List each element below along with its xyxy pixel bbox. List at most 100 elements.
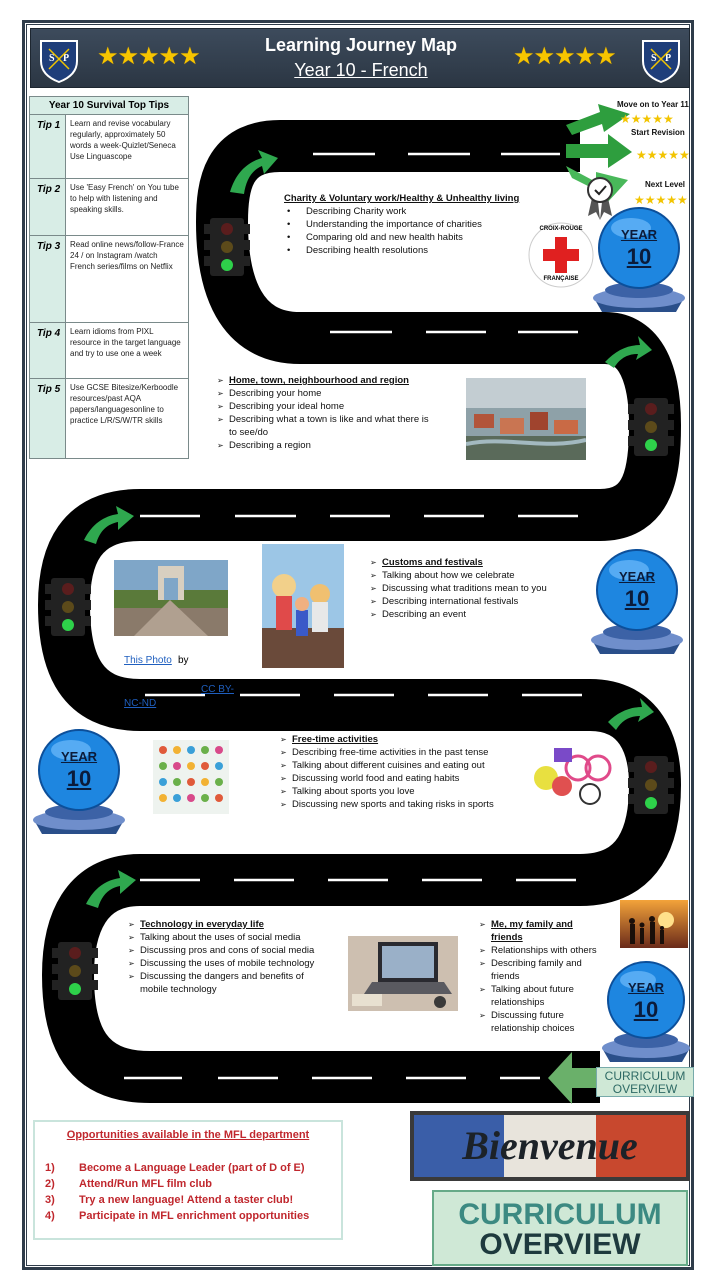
- topic-heading: Me, my family and friends: [479, 918, 604, 944]
- tip-label: Tip 5: [29, 378, 66, 459]
- activities-icons-image: [153, 740, 229, 814]
- red-cross-top-text: CROIX-ROUGE: [539, 226, 583, 232]
- food-sports-image: [534, 748, 612, 805]
- topic-item: Discussing world food and eating habits: [280, 772, 530, 785]
- town-photo: [466, 378, 586, 460]
- topic-item: Describing Charity work: [284, 205, 554, 218]
- traffic-lights: [45, 218, 674, 1000]
- topic-item: Discussing what traditions mean to you: [370, 582, 580, 595]
- tip-text: Use GCSE Bitesize/Kerboodle resources/pa…: [65, 378, 189, 459]
- topic-item: Describing an event: [370, 608, 580, 621]
- svg-text:S: S: [651, 53, 657, 64]
- opportunities-box: Opportunities available in the MFL depar…: [33, 1120, 343, 1240]
- laptop-photo: [348, 936, 458, 1011]
- topic-item: Describing free-time activities in the p…: [280, 746, 530, 759]
- topic-item: Talking about the uses of social media: [128, 931, 328, 944]
- topic-item: Relationships with others: [479, 944, 604, 957]
- topic-item: Discussing new sports and taking risks i…: [280, 798, 530, 811]
- rating-stars: ★★★★★: [513, 43, 617, 70]
- year-badge: [33, 729, 125, 834]
- topic-item: Describing family and friends: [479, 957, 604, 983]
- topic-heading: Free-time activities: [280, 733, 530, 746]
- opportunity-item: 1)Become a Language Leader (part of D of…: [45, 1162, 305, 1174]
- turn-arrow-icon: [605, 336, 652, 368]
- attribution-by: by: [178, 655, 189, 666]
- license-link[interactable]: CC BY-: [201, 684, 234, 695]
- rosette-icon: [587, 177, 613, 220]
- tip-text: Learn and revise vocabulary regularly, a…: [65, 114, 189, 179]
- progress-stars: ★★★★★: [620, 112, 674, 126]
- topic-technology: Technology in everyday life Talking abou…: [128, 918, 328, 996]
- topic-freetime: Free-time activities Describing free-tim…: [280, 733, 530, 811]
- curriculum-line2: OVERVIEW: [479, 1228, 641, 1261]
- turn-arrow-icon: [86, 870, 136, 908]
- tip-label: Tip 2: [29, 178, 66, 236]
- topic-item: Comparing old and new health habits: [284, 231, 554, 244]
- inner-frame: [26, 24, 690, 1266]
- year-badge-number: 10: [624, 586, 650, 611]
- traffic-light-icon: [628, 756, 674, 814]
- photo-attribution-link[interactable]: This Photo: [124, 655, 172, 666]
- tip-text: Use 'Easy French' on You tube to help wi…: [65, 178, 189, 236]
- topic-heading: Charity & Voluntary work/Healthy & Unhea…: [284, 193, 520, 204]
- topic-heading: Technology in everyday life: [128, 918, 328, 931]
- topic-item: Discussing future relationship choices: [479, 1009, 604, 1035]
- year-badge-text: YEAR: [60, 749, 98, 764]
- curriculum-overview-banner[interactable]: CURRICULUM OVERVIEW: [432, 1190, 688, 1266]
- topic-heading: Home, town, neighbourhood and region: [217, 374, 432, 387]
- topic-item: Describing what a town is like and what …: [217, 413, 432, 439]
- topic-charity: Charity & Voluntary work/Healthy & Unhea…: [284, 192, 554, 257]
- tip-label: Tip 1: [29, 114, 66, 179]
- topic-item: Describing your ideal home: [217, 400, 432, 413]
- year-badge: [593, 207, 685, 312]
- page-header: S P ★★★★★ Learning Journey Map Year 10 -…: [30, 28, 690, 88]
- topic-family: Me, my family and friends Relationships …: [479, 918, 604, 1035]
- traffic-light-icon: [52, 942, 98, 1000]
- topic-item: Understanding the importance of charitie…: [284, 218, 554, 231]
- school-shield-icon: S P: [642, 40, 680, 83]
- svg-text:S: S: [49, 53, 55, 64]
- school-shield-icon: S P: [40, 40, 78, 83]
- page-subtitle: Year 10 - French: [294, 60, 428, 80]
- license-link[interactable]: NC-ND: [124, 698, 157, 709]
- opportunity-item: 2)Attend/Run MFL film club: [45, 1178, 213, 1190]
- topic-item: Talking about different cuisines and eat…: [280, 759, 530, 772]
- topic-item: Talking about sports you love: [280, 785, 530, 798]
- next-level-label: Next Level: [645, 180, 686, 189]
- year-badge-number: 10: [66, 766, 92, 791]
- topic-item: Describing your home: [217, 387, 432, 400]
- topic-heading: Customs and festivals: [370, 556, 580, 569]
- bienvenue-sign: [410, 1111, 690, 1181]
- turn-arrow-icon: [230, 150, 278, 194]
- bienvenue-text: Bienvenue: [462, 1123, 638, 1168]
- topic-item: Describing a region: [217, 439, 432, 452]
- year-badge: [591, 549, 683, 654]
- tip-text: Read online news/follow-France 24 / on I…: [65, 235, 189, 323]
- start-revision-label: Start Revision: [631, 128, 685, 137]
- move-on-label: Move on to Year 11: [617, 100, 689, 109]
- curriculum-overview-button[interactable]: CURRICULUM OVERVIEW: [596, 1067, 694, 1097]
- year-badge-text: YEAR: [618, 569, 656, 584]
- turn-arrow-icon: [608, 698, 654, 730]
- svg-text:P: P: [63, 53, 69, 64]
- tip-text: Learn idioms from PIXL resource in the t…: [65, 322, 189, 379]
- traffic-light-icon: [204, 218, 250, 276]
- topic-item: Talking about future relationships: [479, 983, 604, 1009]
- turn-arrow-icon: [84, 506, 134, 544]
- outer-frame: [22, 20, 694, 1270]
- curriculum-line2: OVERVIEW: [612, 1082, 678, 1096]
- tip-label: Tip 4: [29, 322, 66, 379]
- year-badge: [602, 961, 690, 1062]
- tip-label: Tip 3: [29, 235, 66, 323]
- traffic-light-icon: [628, 398, 674, 456]
- topic-item: Discussing the dangers and benefits of m…: [128, 970, 328, 996]
- festival-photo: [262, 544, 344, 668]
- family-sunset-photo: [620, 900, 688, 948]
- year-badge-text: YEAR: [620, 227, 658, 242]
- topic-customs: Customs and festivals Talking about how …: [370, 556, 580, 621]
- topic-item: Describing health resolutions: [284, 244, 554, 257]
- topic-home: Home, town, neighbourhood and region Des…: [217, 374, 432, 452]
